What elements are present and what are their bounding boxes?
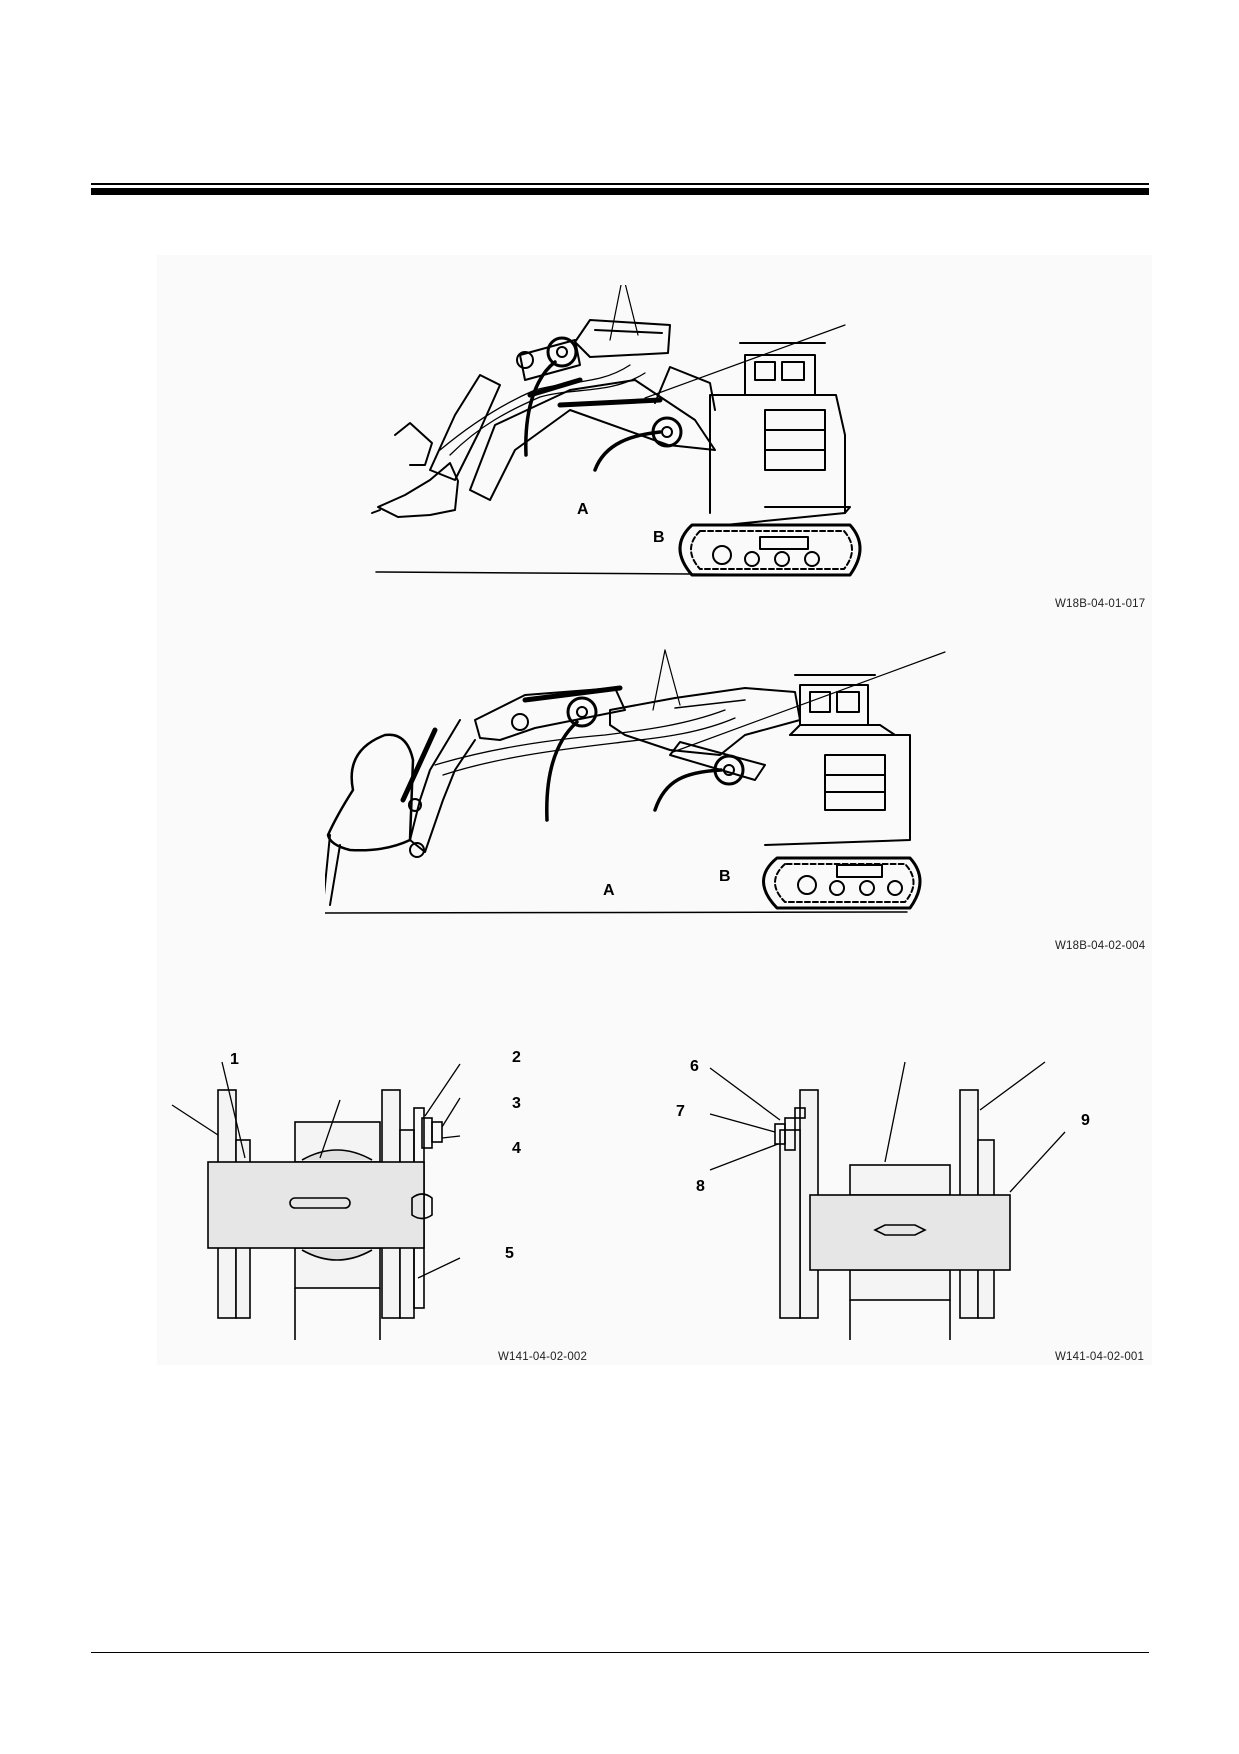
backhoe-label-b: B	[719, 868, 731, 885]
pin-detail-left-drawing	[171, 1061, 461, 1340]
pin-detail-right-drawing	[709, 1061, 1066, 1340]
header-rule-thin	[91, 183, 1149, 185]
callout-5: 5	[505, 1245, 514, 1262]
front-shovel-label-a: A	[577, 501, 589, 518]
pin-detail-left-caption: W141-04-02-002	[498, 1351, 588, 1363]
backhoe-label-a: A	[603, 882, 615, 899]
backhoe-caption: W18B-04-02-004	[1055, 940, 1146, 952]
front-shovel-caption: W18B-04-01-017	[1055, 598, 1146, 610]
callout-4: 4	[512, 1140, 521, 1157]
callout-3: 3	[512, 1095, 521, 1112]
callout-7: 7	[676, 1103, 685, 1120]
backhoe-illustration	[325, 649, 946, 914]
callout-9: 9	[1081, 1112, 1090, 1129]
pin-detail-right-caption: W141-04-02-001	[1055, 1351, 1145, 1363]
footer-rule	[91, 1652, 1149, 1653]
callout-2: 2	[512, 1049, 521, 1066]
front-shovel-illustration	[371, 285, 862, 577]
callout-1: 1	[230, 1051, 239, 1068]
callout-6: 6	[690, 1058, 699, 1075]
front-shovel-label-b: B	[653, 529, 665, 546]
header-rule-thick	[91, 188, 1149, 195]
callout-8: 8	[696, 1178, 705, 1195]
